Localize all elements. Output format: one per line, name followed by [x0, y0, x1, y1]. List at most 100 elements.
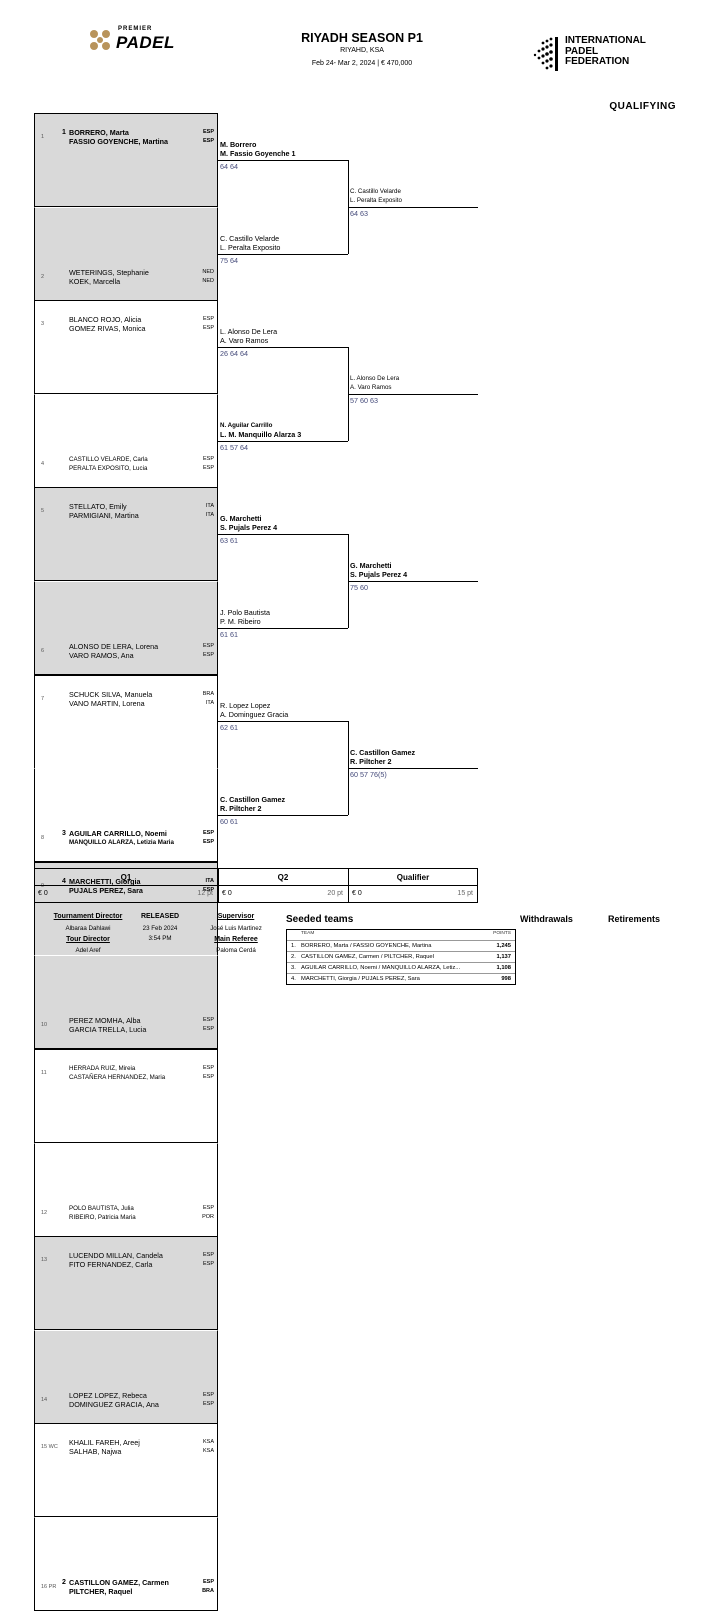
player-nationality: ESP [202, 1401, 214, 1407]
player-name: SALHAB, Najwa [69, 1447, 122, 1456]
q1-line [218, 534, 348, 535]
player-name: VANO MARTIN, Lorena [69, 699, 145, 708]
player-name: VARO RAMOS, Ana [69, 651, 134, 660]
player-nationality: ESP [202, 325, 214, 331]
logo-premier-text: PREMIER [118, 26, 153, 32]
released-label: RELEASED [140, 913, 180, 920]
seed-number: 1 [62, 129, 66, 136]
q1-line [218, 441, 348, 442]
seeded-team-name: CASTILLON GAMEZ, Carmen / PILTCHER, Raqu… [301, 954, 434, 960]
player-name: PERALTA EXPOSITO, Lucia [69, 465, 148, 472]
player-name: DOMINGUEZ GRACIA, Ana [69, 1400, 159, 1409]
player-nationality: ITA [205, 503, 214, 509]
round-money-qualifier: € 0 [352, 890, 362, 897]
player-name: AGUILAR CARRILLO, Noemi [69, 829, 167, 838]
q2-winner-line-1: C. Castillon Gamez [350, 748, 416, 757]
q1-line [218, 160, 348, 161]
ipf-logo-icon [533, 37, 558, 71]
slot-number: 5 [41, 508, 45, 514]
slot-number: 6 [41, 648, 45, 654]
player-nationality: NED [202, 269, 214, 275]
q2-score: 60 57 76(5) [350, 770, 387, 779]
q1-winner-line-2: A. Dominguez Gracia [220, 710, 289, 719]
seeded-team-name: AGUILAR CARRILLO, Noemi / MANQUILLO ALAR… [301, 965, 461, 971]
round-label-q1: Q1 [120, 873, 132, 882]
main-referee-name: Paloma Cerdá [216, 947, 256, 954]
q2-winner-line-2: R. Piltcher 2 [350, 757, 392, 766]
player-nationality: ESP [202, 138, 214, 144]
player-name: CASTAÑERA HERNANDEZ, Maria [69, 1074, 166, 1081]
player-name: RIBEIRO, Patricia Maria [69, 1214, 136, 1221]
player-name: FITO FERNANDEZ, Carla [69, 1260, 153, 1269]
player-nationality: ITA [205, 878, 214, 884]
slot-number: 4 [41, 461, 45, 467]
q1-score: 75 64 [220, 256, 238, 265]
slot-number: 16 PR [41, 1584, 57, 1590]
player-name: KHALIL FAREH, Areej [69, 1438, 140, 1447]
seeded-col-points: POINTS [493, 931, 511, 936]
tournament-director-label: Tournament Director [53, 913, 123, 920]
main-referee-label: Main Referee [214, 936, 258, 943]
player-name: LOPEZ LOPEZ, Rebeca [69, 1391, 147, 1400]
round-label-q2: Q2 [277, 873, 289, 882]
q1-score: 62 61 [220, 723, 238, 732]
seeded-team-points: 998 [501, 976, 511, 982]
player-name: BORRERO, Marta [69, 128, 129, 137]
q2-winner-line-1: L. Alonso De Lera [350, 375, 400, 382]
slot-number: 3 [41, 321, 45, 327]
seeded-team-rank: 3. [291, 965, 296, 971]
player-name: LUCENDO MILLAN, Candela [69, 1251, 163, 1260]
slot-number: 9 [41, 883, 45, 889]
q2-score: 75 60 [350, 583, 368, 592]
player-nationality: ESP [202, 316, 214, 322]
player-name: ALONSO DE LERA, Lorena [69, 642, 159, 651]
round-money-q2: € 0 [222, 890, 232, 897]
player-name: FASSIO GOYENCHE, Martina [69, 137, 169, 146]
released-time: 3:54 PM [148, 935, 172, 942]
player-nationality: ESP [202, 1074, 214, 1080]
q1-line [218, 721, 348, 722]
seeded-team-row: 4.MARCHETTI, Giorgia / PUJALS PEREZ, Sar… [287, 973, 515, 985]
seed-number: 4 [62, 878, 66, 885]
player-name: MARCHETTI, Giorgia [69, 877, 141, 886]
q2-line [348, 394, 478, 395]
player-nationality: ESP [202, 839, 214, 845]
player-nationality: ESP [202, 1252, 214, 1258]
slot-number: 14 [41, 1397, 48, 1403]
player-nationality: KSA [202, 1448, 214, 1454]
round-points-qualifier: 15 pt [457, 890, 473, 897]
tour-director-name: Adel Aref [75, 947, 101, 954]
player-nationality: POR [202, 1214, 214, 1220]
q2-winner-line-2: L. Peralta Exposito [350, 197, 402, 204]
player-nationality: ESP [202, 652, 214, 658]
tournament-dates-prize: Feb 24- Mar 2, 2024 | € 470,000 [311, 60, 413, 67]
q1-line [218, 254, 348, 255]
player-nationality: ESP [202, 456, 214, 462]
player-nationality: ESP [202, 465, 214, 471]
tournament-title: RIYADH SEASON P1 [301, 31, 423, 45]
q1-winner-line-1: J. Polo Bautista [220, 608, 270, 617]
player-nationality: ESP [202, 1026, 214, 1032]
slot-number: 1 [41, 134, 45, 140]
player-nationality: ESP [202, 129, 214, 135]
q2-winner-line-1: C. Castillo Velarde [350, 188, 401, 195]
seeded-team-row: 3. AGUILAR CARRILLO, Noemi / MANQUILLO AL… [287, 962, 515, 974]
player-nationality: ITA [205, 512, 214, 518]
released-date: 23 Feb 2024 [142, 925, 178, 932]
round-summary-sep-2 [348, 868, 349, 903]
player-nationality: KSA [202, 1439, 214, 1445]
player-nationality: ESP [202, 1065, 214, 1071]
q2-line [348, 207, 478, 208]
player-name: BLANCO ROJO, Alicia [69, 315, 142, 324]
player-name: GOMEZ RIVAS, Monica [69, 324, 146, 333]
q1-winner-line-2: A. Varo Ramos [220, 336, 269, 345]
